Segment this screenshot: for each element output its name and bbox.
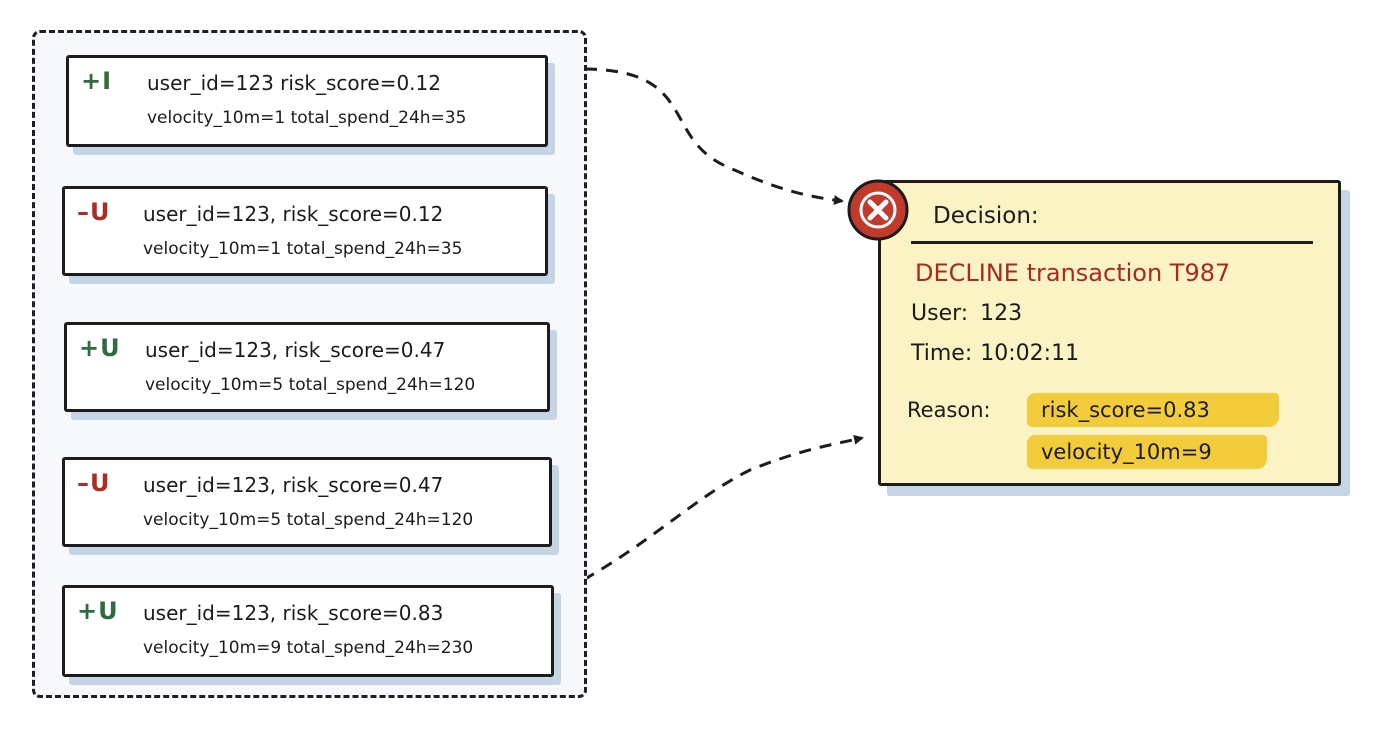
event-key-line: user_id=123, risk_score=0.47 — [143, 473, 444, 497]
event-key-line: user_id=123 risk_score=0.12 — [147, 71, 441, 95]
user-value: 123 — [980, 301, 1023, 326]
time-label: Time: — [911, 341, 973, 366]
event-key-line: user_id=123, risk_score=0.47 — [145, 338, 446, 362]
event-op: –U — [77, 469, 111, 497]
heading-divider — [911, 241, 1313, 244]
event-card-3: +U user_id=123, risk_score=0.47 velocity… — [64, 322, 550, 412]
event-card-2: –U user_id=123, risk_score=0.12 velocity… — [62, 186, 548, 276]
decision-card: Decision: DECLINE transaction T987 User:… — [878, 180, 1341, 486]
event-op: +I — [81, 67, 113, 95]
last-event-to-decision-connector — [564, 434, 864, 592]
first-event-to-decision-connector — [584, 67, 844, 206]
decision-time-row: Time: 10:02:11 — [911, 339, 1079, 369]
decision-heading: Decision: — [933, 203, 1039, 229]
time-value: 10:02:11 — [980, 341, 1080, 366]
event-metrics-line: velocity_10m=9 total_spend_24h=230 — [143, 638, 474, 658]
user-label: User: — [911, 301, 969, 326]
event-key-line: user_id=123, risk_score=0.12 — [143, 202, 444, 226]
event-metrics-line: velocity_10m=5 total_spend_24h=120 — [145, 375, 476, 395]
event-card-5: +U user_id=123, risk_score=0.83 velocity… — [62, 585, 554, 677]
event-op: +U — [79, 334, 121, 362]
event-metrics-line: velocity_10m=5 total_spend_24h=120 — [143, 510, 474, 530]
event-metrics-line: velocity_10m=1 total_spend_24h=35 — [147, 108, 467, 128]
event-card-1: +I user_id=123 risk_score=0.12 velocity_… — [66, 55, 548, 147]
event-op: –U — [77, 198, 111, 226]
event-metrics-line: velocity_10m=1 total_spend_24h=35 — [143, 239, 463, 259]
reason-highlight-risk-score: risk_score=0.83 — [1027, 393, 1279, 427]
event-op: +U — [77, 597, 119, 625]
decline-x-icon — [847, 179, 909, 241]
decision-user-row: User: 123 — [911, 299, 1022, 329]
reason-highlight-velocity: velocity_10m=9 — [1027, 435, 1267, 469]
event-card-4: –U user_id=123, risk_score=0.47 velocity… — [62, 457, 552, 547]
event-key-line: user_id=123, risk_score=0.83 — [143, 601, 444, 625]
decision-action: DECLINE transaction T987 — [915, 259, 1231, 287]
reason-label: Reason: — [907, 398, 991, 422]
